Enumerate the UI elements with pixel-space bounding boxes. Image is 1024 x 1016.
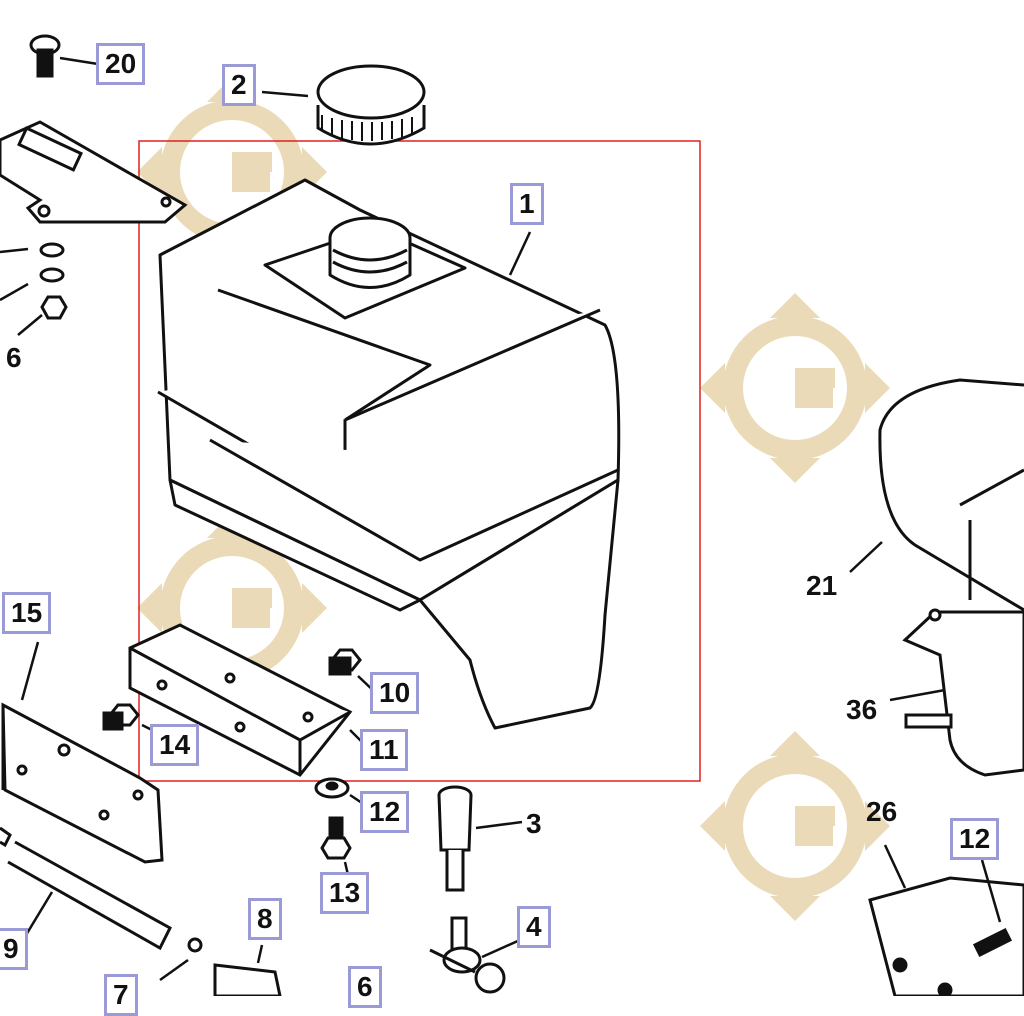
fuel-fitting-3[interactable] <box>437 785 473 892</box>
callout-4[interactable]: 4 <box>517 906 551 948</box>
bolt-10[interactable] <box>328 648 362 676</box>
cover-21[interactable] <box>878 378 1024 612</box>
callout-3[interactable]: 3 <box>526 808 542 839</box>
callout-2[interactable]: 2 <box>222 64 256 106</box>
washers-and-nut[interactable] <box>39 242 68 320</box>
callout-21[interactable]: 21 <box>806 570 838 601</box>
bolt-14[interactable] <box>102 703 140 731</box>
callout-26[interactable]: 26 <box>866 796 898 827</box>
callout-14[interactable]: 14 <box>150 724 200 766</box>
mounting-bracket-upper[interactable] <box>0 120 188 224</box>
callout-8[interactable]: 8 <box>248 898 282 940</box>
callout-36[interactable]: 36 <box>846 694 878 725</box>
filler-cap[interactable] <box>316 64 426 146</box>
selection-highlight-box <box>138 140 701 782</box>
watermark-logo-icon <box>700 731 890 921</box>
callout-7[interactable]: 7 <box>104 974 138 1016</box>
washer-12[interactable] <box>314 777 350 799</box>
bolt-13[interactable] <box>320 816 352 860</box>
callout-13[interactable]: 13 <box>320 872 370 914</box>
callout-6-bottom[interactable]: 6 <box>348 966 382 1008</box>
fuel-tank[interactable] <box>157 178 621 730</box>
callout-11[interactable]: 11 <box>360 729 408 771</box>
callout-6-left[interactable]: 6 <box>6 342 22 373</box>
screw-20[interactable] <box>29 34 61 78</box>
callout-12[interactable]: 12 <box>360 791 410 833</box>
fuel-hose-9[interactable] <box>0 826 172 951</box>
callout-20[interactable]: 20 <box>96 43 146 85</box>
watermark-logo-icon <box>700 293 890 483</box>
callout-15[interactable]: 15 <box>2 592 52 634</box>
callout-1[interactable]: 1 <box>510 183 544 225</box>
bracket-36[interactable] <box>902 608 1024 777</box>
fuel-filter-8[interactable] <box>187 937 282 996</box>
callout-9[interactable]: 9 <box>0 928 28 970</box>
callout-12-right[interactable]: 12 <box>950 818 1000 860</box>
part-26[interactable] <box>868 876 1024 996</box>
bracket-15[interactable] <box>1 702 164 864</box>
fuel-tap-4[interactable] <box>429 916 506 994</box>
bolt-12-right[interactable] <box>972 927 1013 958</box>
callout-10[interactable]: 10 <box>370 672 420 714</box>
bracket-11[interactable] <box>128 623 353 777</box>
